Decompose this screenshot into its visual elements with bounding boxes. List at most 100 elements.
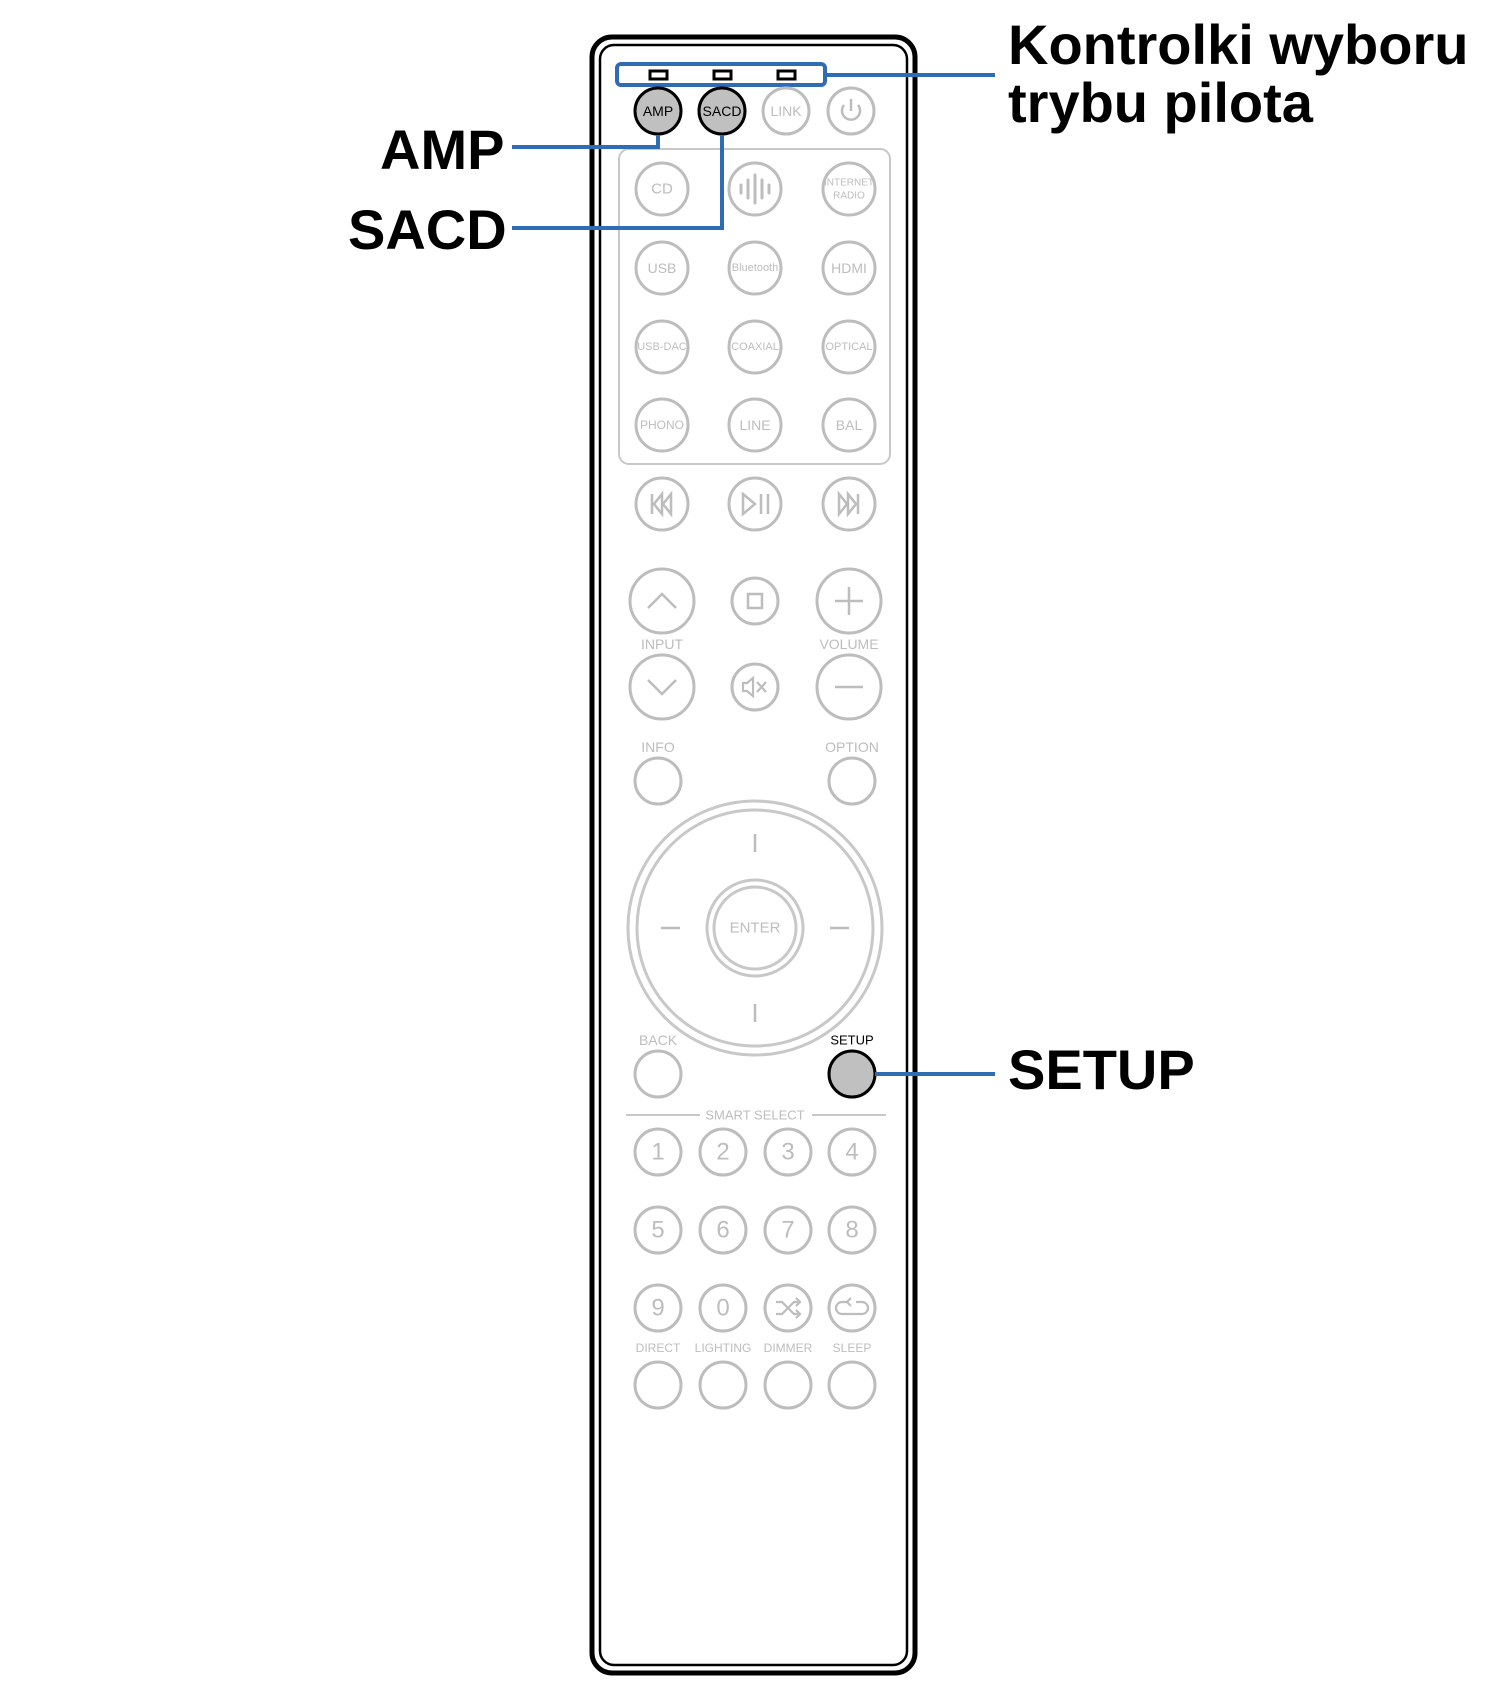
bal-button[interactable]: BAL [821, 397, 877, 453]
digit-2-label: 2 [716, 1139, 729, 1166]
setup-callout: SETUP [1008, 1038, 1195, 1101]
digit-2-button[interactable]: 2 [698, 1127, 748, 1177]
phono-button[interactable]: PHONO [634, 397, 690, 453]
link-button[interactable]: LINK [761, 86, 811, 136]
setup-button[interactable] [827, 1049, 877, 1099]
mute-button[interactable] [730, 662, 780, 712]
cd-button[interactable]: CD [634, 161, 690, 217]
sacd-button-label: SACD [703, 103, 742, 119]
digit-6-label: 6 [716, 1217, 729, 1244]
digit-5-button[interactable]: 5 [633, 1205, 683, 1255]
option-button[interactable] [827, 756, 877, 806]
mute-icon [741, 675, 767, 699]
amp-button[interactable]: AMP [633, 86, 683, 136]
digit-7-label: 7 [781, 1217, 794, 1244]
random-button[interactable] [763, 1283, 813, 1333]
repeat-button[interactable] [827, 1283, 877, 1333]
digit-4-button[interactable]: 4 [827, 1127, 877, 1177]
sacd-button[interactable]: SACD [697, 86, 747, 136]
optical-button[interactable]: OPTICAL [821, 319, 877, 375]
amp-leader-line [512, 135, 660, 149]
play-pause-icon [741, 491, 770, 517]
mode-leds-callout-line2: trybu pilota [1008, 71, 1313, 134]
shuffle-icon [776, 1297, 802, 1319]
digit-1-button[interactable]: 1 [633, 1127, 683, 1177]
digit-0-button[interactable]: 0 [698, 1283, 748, 1333]
digit-5-label: 5 [651, 1217, 664, 1244]
usb-button[interactable]: USB [634, 240, 690, 296]
hdmi-button-label: HDMI [831, 260, 867, 276]
info-label: INFO [641, 739, 675, 755]
power-button[interactable] [826, 86, 876, 136]
source-panel [618, 148, 891, 465]
power-icon [840, 104, 862, 121]
info-button[interactable] [633, 756, 683, 806]
option-label: OPTION [825, 739, 879, 755]
direct-label: DIRECT [636, 1341, 681, 1355]
volume-up-button[interactable] [815, 567, 883, 635]
enter-button[interactable]: ENTER [705, 878, 805, 978]
plus-icon [835, 587, 863, 615]
coaxial-button[interactable]: COAXIAL [727, 319, 783, 375]
usb-button-label: USB [648, 260, 677, 276]
back-label: BACK [639, 1032, 678, 1048]
internet-radio-label-line1: INTERNET [824, 178, 874, 189]
digit-1-label: 1 [651, 1139, 664, 1166]
navigation-pad[interactable] [626, 799, 884, 1057]
input-down-button[interactable] [628, 653, 696, 721]
digit-8-label: 8 [845, 1217, 858, 1244]
sacd-callout: SACD [348, 198, 507, 261]
internet-radio-button[interactable]: INTERNET RADIO [821, 161, 877, 217]
chevron-down-icon [647, 679, 677, 696]
heos-icon [739, 173, 771, 205]
mode-led-3 [776, 69, 797, 81]
usb-dac-button[interactable]: USB-DAC [634, 319, 690, 375]
line-button-label: LINE [739, 417, 770, 433]
usb-dac-button-label: USB-DAC [637, 341, 687, 353]
coaxial-button-label: COAXIAL [731, 341, 779, 353]
skip-back-icon [650, 490, 673, 518]
sacd-leader-line [512, 135, 724, 230]
input-up-button[interactable] [628, 567, 696, 635]
cd-button-label: CD [651, 181, 673, 198]
back-button[interactable] [633, 1049, 683, 1099]
chevron-up-icon [647, 592, 677, 609]
stop-button[interactable] [730, 576, 780, 626]
link-button-label: LINK [770, 103, 802, 119]
mode-led-amp [648, 69, 669, 81]
skip-forward-icon [837, 490, 860, 518]
direct-button[interactable] [633, 1360, 683, 1410]
optical-button-label: OPTICAL [825, 341, 872, 353]
mode-leds-callout: Kontrolki wyboru trybu pilota [1008, 16, 1468, 132]
phono-button-label: PHONO [640, 418, 684, 432]
digit-9-button[interactable]: 9 [633, 1283, 683, 1333]
remote-body-inner [598, 43, 909, 1667]
hdmi-button[interactable]: HDMI [821, 240, 877, 296]
digit-6-button[interactable]: 6 [698, 1205, 748, 1255]
line-button[interactable]: LINE [727, 397, 783, 453]
lighting-label: LIGHTING [695, 1341, 752, 1355]
digit-3-button[interactable]: 3 [763, 1127, 813, 1177]
sleep-button[interactable] [827, 1360, 877, 1410]
mode-led-sacd [712, 69, 733, 81]
lighting-button[interactable] [698, 1360, 748, 1410]
previous-track-button[interactable] [634, 476, 690, 532]
next-track-button[interactable] [821, 476, 877, 532]
digit-8-button[interactable]: 8 [827, 1205, 877, 1255]
smart-select-label: SMART SELECT [705, 1108, 804, 1123]
dimmer-label: DIMMER [764, 1341, 813, 1355]
play-pause-button[interactable] [727, 476, 783, 532]
digit-4-label: 4 [845, 1139, 858, 1166]
heos-button[interactable] [727, 161, 783, 217]
internet-radio-label-line2: RADIO [833, 191, 865, 202]
bluetooth-button[interactable]: Bluetooth [727, 240, 783, 296]
sleep-label: SLEEP [833, 1341, 872, 1355]
digit-9-label: 9 [651, 1295, 664, 1322]
bal-button-label: BAL [836, 417, 863, 433]
volume-down-button[interactable] [815, 653, 883, 721]
dimmer-button[interactable] [763, 1360, 813, 1410]
amp-button-label: AMP [643, 103, 673, 119]
digit-3-label: 3 [781, 1139, 794, 1166]
digit-7-button[interactable]: 7 [763, 1205, 813, 1255]
